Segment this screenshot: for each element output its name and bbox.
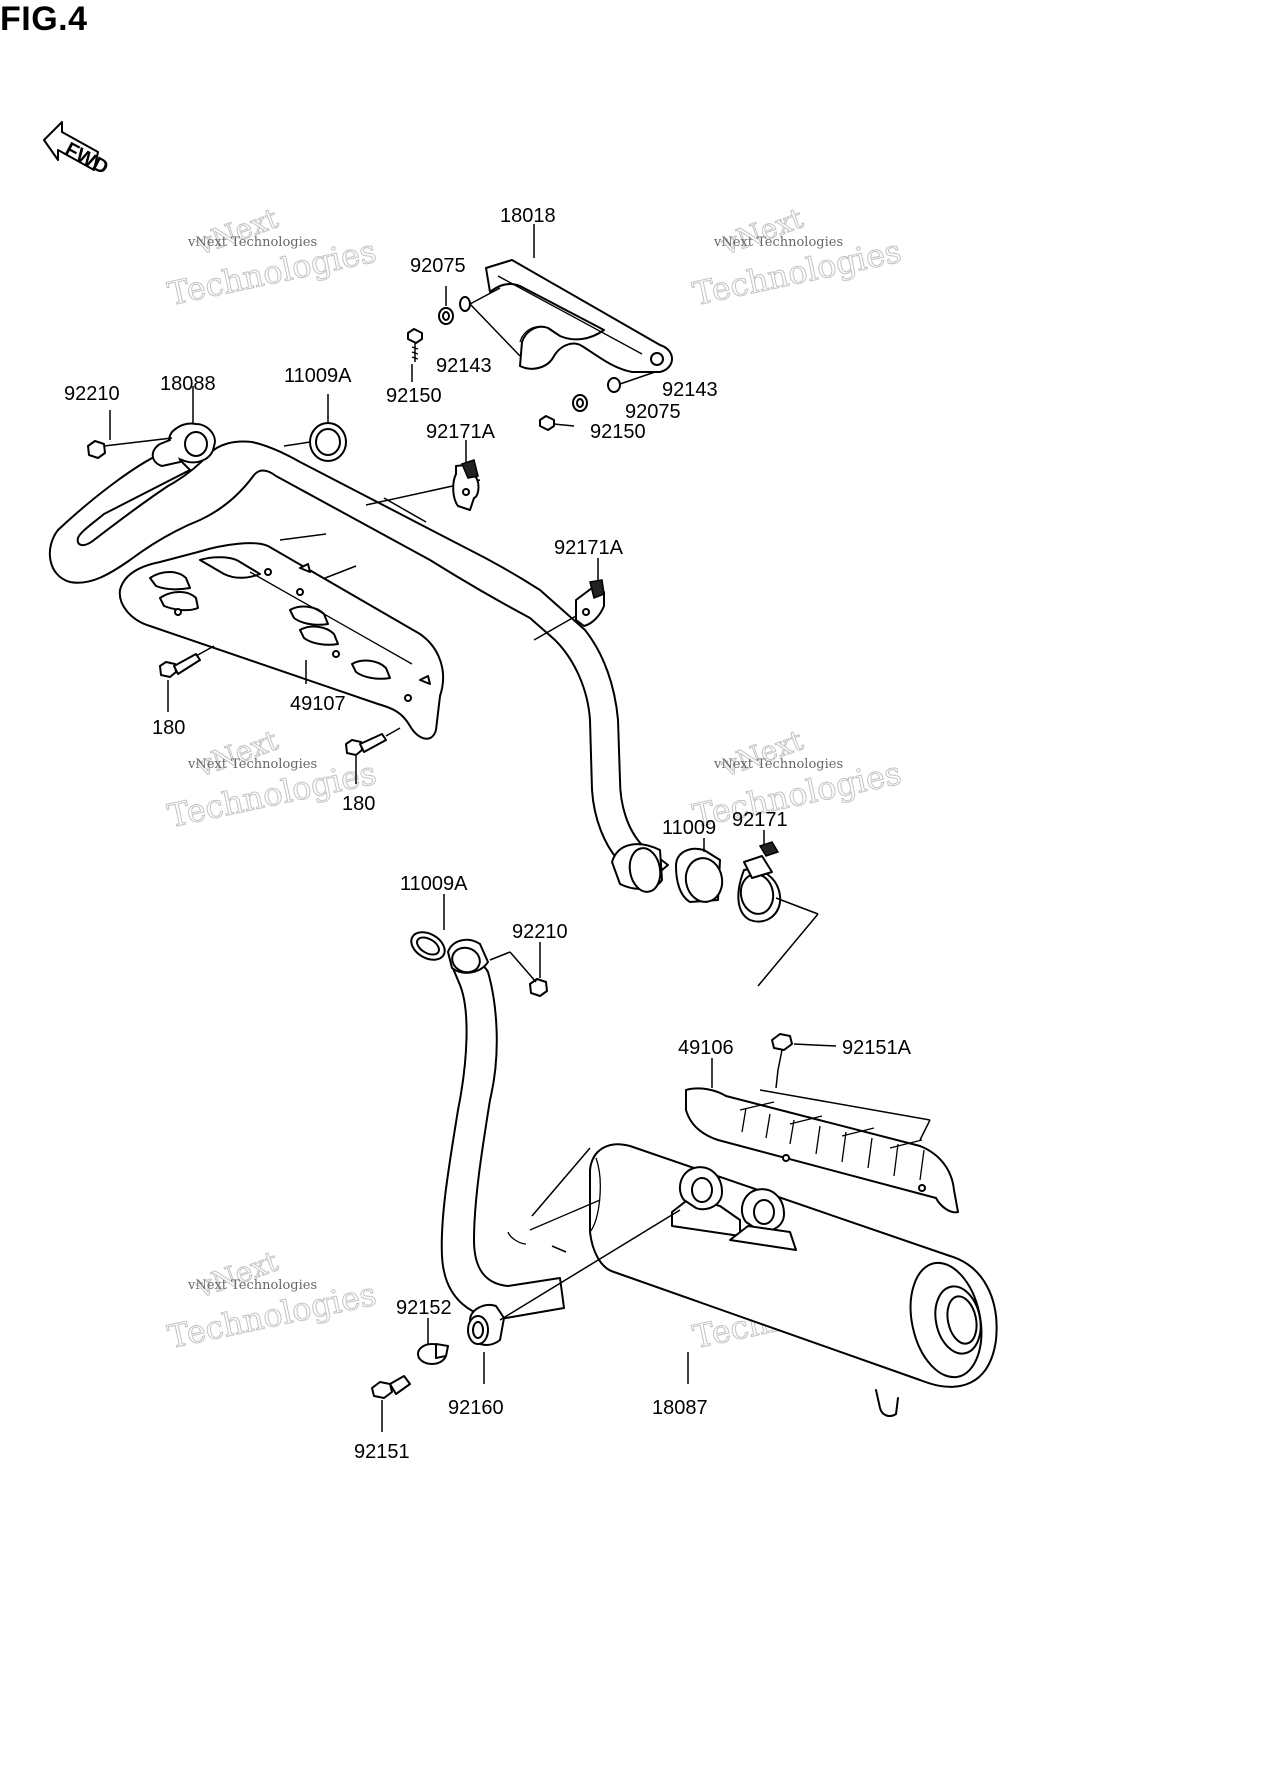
nut-92210-a[interactable] — [87, 437, 173, 459]
bolt-180-a[interactable] — [159, 645, 215, 712]
heat-guard-bracket[interactable] — [485, 259, 673, 373]
label-92210-b[interactable]: 92210 — [512, 921, 568, 943]
label-18088[interactable]: 18088 — [160, 373, 216, 395]
label-92150-a[interactable]: 92150 — [386, 385, 442, 407]
muffler-18087[interactable] — [507, 1143, 998, 1417]
bracket-92171a-b[interactable] — [533, 579, 605, 641]
fwd-arrow-icon: FWD — [43, 121, 112, 179]
label-18087[interactable]: 18087 — [652, 1397, 708, 1419]
watermark: vNext Technologies vNext Technologies — [164, 201, 380, 314]
label-180-b[interactable]: 180 — [342, 793, 375, 815]
heat-shield-49107[interactable] — [118, 542, 445, 740]
washer-92143-b[interactable] — [607, 377, 621, 393]
watermark-caption: vNext Technologies — [713, 757, 843, 772]
label-92171[interactable]: 92171 — [732, 809, 788, 831]
gasket-11009a-a-inner — [315, 428, 341, 456]
label-92210-a[interactable]: 92210 — [64, 383, 120, 405]
gasket-sleeve-11009[interactable] — [675, 847, 726, 905]
clamp-92171[interactable] — [737, 841, 819, 987]
watermark: vNext Technologies vNext Technologies — [164, 723, 380, 836]
watermark-caption: vNext Technologies — [187, 1278, 317, 1293]
bolt-92150-b[interactable] — [539, 415, 575, 431]
label-180-a[interactable]: 180 — [152, 717, 185, 739]
bracket-92171a-a[interactable] — [452, 459, 480, 511]
flange-18088[interactable] — [151, 422, 216, 467]
label-92171a-a[interactable]: 92171A — [426, 421, 496, 443]
nut-92210-b[interactable] — [489, 951, 548, 997]
label-92143-a[interactable]: 92143 — [436, 355, 492, 377]
label-92171a-b[interactable]: 92171A — [554, 537, 624, 559]
label-49106[interactable]: 49106 — [678, 1037, 734, 1059]
label-49107[interactable]: 49107 — [290, 693, 346, 715]
watermark: vNext Technologies vNext Technologies — [164, 1244, 380, 1357]
watermark-caption: vNext Technologies — [187, 757, 317, 772]
bolt-92150-a[interactable] — [407, 328, 423, 362]
watermark: vNext Technologies vNext Technologies — [689, 201, 905, 314]
bolt-92151a[interactable] — [771, 1033, 837, 1089]
exhaust-pipe-front[interactable] — [49, 440, 669, 895]
grommet-92160[interactable] — [467, 1209, 681, 1346]
washer-92143-a[interactable] — [459, 296, 471, 312]
label-11009[interactable]: 11009 — [662, 817, 716, 839]
label-92151a[interactable]: 92151A — [842, 1037, 912, 1059]
collar-92152[interactable] — [417, 1343, 449, 1365]
label-92152[interactable]: 92152 — [396, 1297, 452, 1319]
label-92143-b[interactable]: 92143 — [662, 379, 718, 401]
watermark-caption: vNext Technologies — [713, 235, 843, 250]
watermark: vNext Technologies vNext Technologies — [689, 723, 905, 836]
gasket-11009a-b-inner — [416, 936, 440, 956]
label-92075-a[interactable]: 92075 — [410, 255, 466, 277]
bolt-92151[interactable] — [371, 1375, 411, 1432]
watermark-group: vNext Technologies vNext Technologies vN… — [164, 201, 905, 1357]
label-11009a-b[interactable]: 11009A — [400, 873, 468, 895]
nut-92075-a-hole — [442, 311, 450, 321]
label-92151[interactable]: 92151 — [354, 1441, 410, 1463]
exhaust-pipe-rear[interactable] — [440, 938, 565, 1320]
label-92160[interactable]: 92160 — [448, 1397, 504, 1419]
figure-title: FIG.4 — [0, 0, 88, 38]
heat-shield-49106[interactable] — [685, 1087, 959, 1214]
nut-92075-b-hole — [576, 398, 584, 408]
label-92075-b[interactable]: 92075 — [625, 401, 681, 423]
label-92150-b[interactable]: 92150 — [590, 421, 646, 443]
watermark-caption: vNext Technologies — [187, 235, 317, 250]
label-11009a-a[interactable]: 11009A — [284, 365, 352, 387]
label-18018[interactable]: 18018 — [500, 205, 556, 227]
bolt-180-b[interactable] — [345, 727, 401, 784]
